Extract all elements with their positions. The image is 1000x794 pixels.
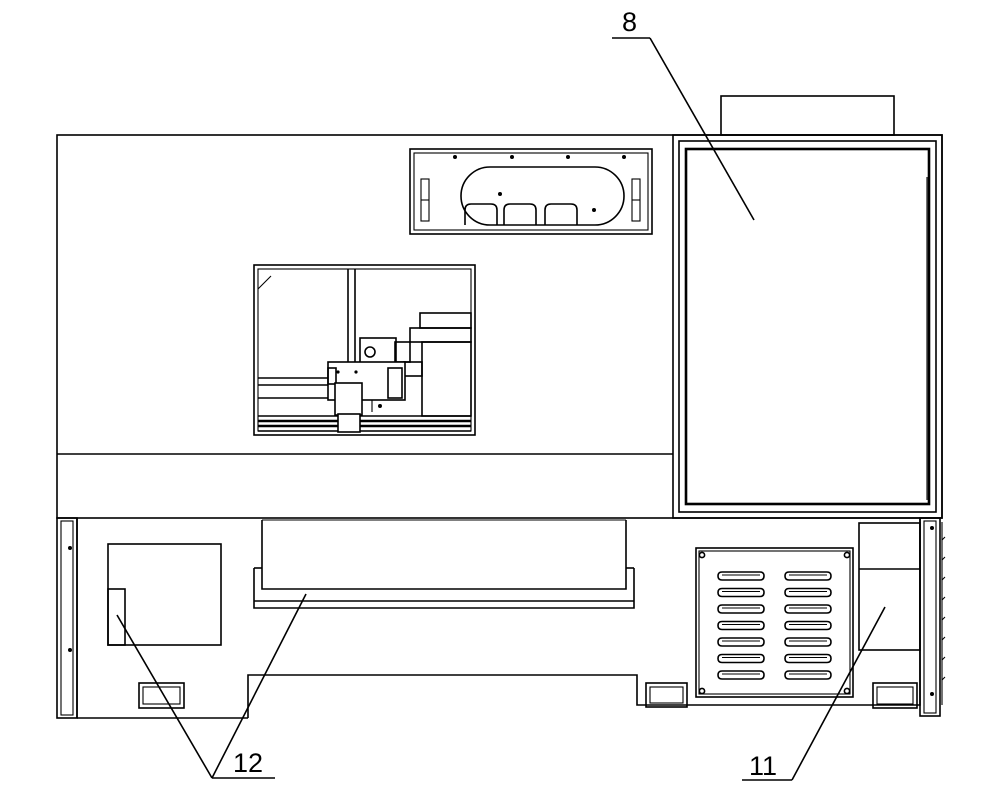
vent-slot	[784, 620, 832, 631]
leader-lines	[116, 37, 886, 781]
vent-slot	[717, 653, 765, 664]
vent-slot	[717, 620, 765, 631]
top-oval-window	[409, 148, 653, 235]
mechanism-window	[253, 264, 476, 436]
vent-slot	[784, 653, 832, 664]
vent-slot	[717, 604, 765, 614]
lower-cabinet	[56, 517, 946, 719]
small-door-12	[107, 543, 222, 646]
callout-label-11: 11	[749, 751, 777, 781]
vent-slot	[784, 604, 832, 614]
side-panel-11	[858, 522, 921, 651]
vent-slot	[784, 670, 832, 680]
vent-slot	[717, 571, 765, 581]
vent-slot	[717, 670, 765, 680]
roof-box	[720, 95, 895, 136]
vent-slot	[784, 571, 832, 581]
callout-label-12: 12	[233, 748, 263, 778]
vent-slot	[784, 637, 832, 647]
base-slots	[138, 682, 918, 709]
callout-label-8: 8	[622, 7, 637, 37]
door-panel-8	[672, 134, 943, 519]
vent-slot	[717, 637, 765, 647]
vent-slot	[717, 587, 765, 598]
tray-12	[253, 519, 635, 609]
vent-grille	[695, 547, 854, 698]
vent-slot	[784, 587, 832, 598]
